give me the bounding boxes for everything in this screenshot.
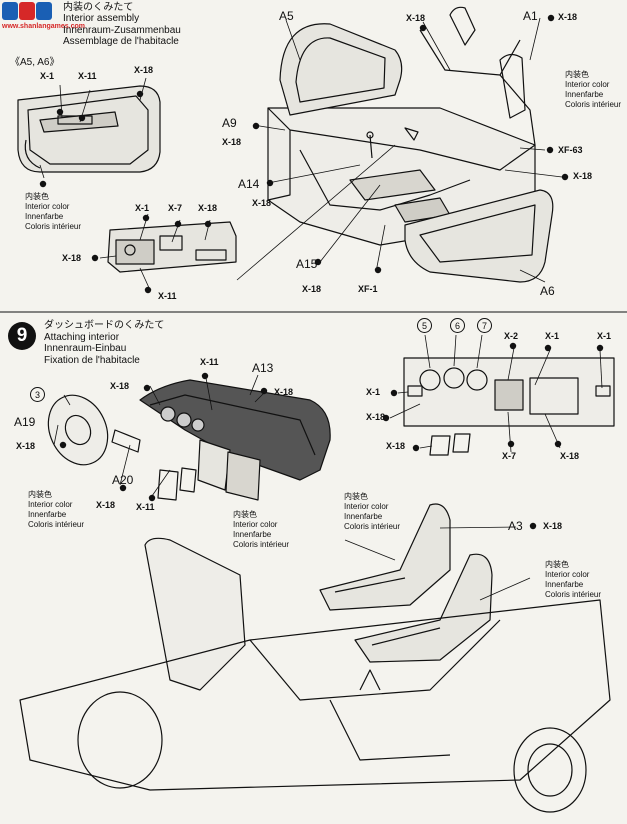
color-note-right-fr: Coloris intérieur bbox=[565, 100, 622, 109]
code-x18-g: X-18 bbox=[573, 171, 593, 181]
code-x18-h: X-18 bbox=[252, 198, 272, 208]
code-xf63: XF-63 bbox=[558, 145, 583, 155]
code-x18-p: X-18 bbox=[560, 451, 580, 461]
decal-ref-3: 3 bbox=[30, 387, 45, 402]
code-xf1: XF-1 bbox=[358, 284, 378, 294]
color-note-c-jp: 内装色 bbox=[344, 492, 368, 501]
part-a20: A20 bbox=[112, 473, 134, 487]
code-x2: X-2 bbox=[504, 331, 519, 341]
step8-title-en: Interior assembly bbox=[63, 13, 140, 24]
code-x18-a: X-18 bbox=[134, 65, 154, 75]
code-x1-d: X-1 bbox=[597, 331, 612, 341]
decal-ref-6: 6 bbox=[450, 318, 465, 333]
door-panel-inset bbox=[17, 85, 161, 173]
seats bbox=[319, 503, 493, 663]
color-note-d-fr: Coloris intérieur bbox=[545, 590, 602, 599]
color-note-d-jp: 内装色 bbox=[545, 560, 569, 569]
part-a6: A6 bbox=[540, 284, 555, 298]
code-x11-d: X-11 bbox=[136, 502, 155, 512]
code-x1-a: X-1 bbox=[40, 71, 55, 81]
code-x18-f: X-18 bbox=[222, 137, 242, 147]
code-x11-a: X-11 bbox=[78, 71, 97, 81]
interior-tub bbox=[267, 6, 554, 283]
color-note-b-fr: Coloris intérieur bbox=[233, 540, 290, 549]
color-note-left-jp: 内装色 bbox=[25, 192, 49, 201]
color-note-a-fr: Coloris intérieur bbox=[28, 520, 85, 529]
step8-title-de: Innenraum-Zusammenbau bbox=[63, 25, 181, 36]
part-a9: A9 bbox=[222, 116, 237, 130]
color-note-left-en: Interior color bbox=[25, 202, 70, 211]
color-note-c-fr: Coloris intérieur bbox=[344, 522, 401, 531]
color-note-c-de: Innenfarbe bbox=[344, 512, 383, 521]
color-note-right-de: Innenfarbe bbox=[565, 90, 604, 99]
code-x18-n: X-18 bbox=[366, 412, 386, 422]
part-a3: A3 bbox=[508, 519, 523, 533]
decal-ref-7: 7 bbox=[477, 318, 492, 333]
color-note-right-en: Interior color bbox=[565, 80, 610, 89]
part-a15: A15 bbox=[296, 257, 318, 271]
code-x18-q: X-18 bbox=[543, 521, 563, 531]
chassis-body bbox=[19, 537, 611, 813]
code-x18-e: X-18 bbox=[406, 13, 426, 23]
color-note-b-de: Innenfarbe bbox=[233, 530, 272, 539]
code-x18-i: X-18 bbox=[302, 284, 322, 294]
color-note-b-jp: 内装色 bbox=[233, 510, 257, 519]
code-x18-d: X-18 bbox=[558, 12, 578, 22]
part-a13: A13 bbox=[252, 361, 274, 375]
color-note-left-fr: Coloris intérieur bbox=[25, 222, 82, 231]
console-inset bbox=[107, 221, 237, 273]
color-note-c-en: Interior color bbox=[344, 502, 389, 511]
code-x1-e: X-1 bbox=[366, 387, 381, 397]
step9-title-jp: ダッシュボードのくみたて bbox=[44, 320, 165, 331]
code-x11-b: X-11 bbox=[158, 291, 177, 301]
watermark-url: www.shanlangames.com bbox=[2, 23, 85, 30]
code-x18-j: X-18 bbox=[110, 381, 130, 391]
color-note-d-de: Innenfarbe bbox=[545, 580, 584, 589]
part-a14: A14 bbox=[238, 177, 260, 191]
code-x1-b: X-1 bbox=[135, 203, 150, 213]
step9-title-fr: Fixation de l'habitacle bbox=[44, 355, 140, 366]
code-x18-m: X-18 bbox=[96, 500, 116, 510]
step-number-badge: 9 bbox=[8, 322, 36, 350]
color-note-right-jp: 内装色 bbox=[565, 70, 589, 79]
step9-title-en: Attaching interior bbox=[44, 332, 120, 343]
code-x18-k: X-18 bbox=[274, 387, 294, 397]
part-a1: A1 bbox=[523, 9, 538, 23]
code-x18-l: X-18 bbox=[16, 441, 36, 451]
code-x18-b: X-18 bbox=[198, 203, 218, 213]
part-a5: A5 bbox=[279, 9, 294, 23]
site-logo bbox=[2, 2, 62, 32]
color-note-a-de: Innenfarbe bbox=[28, 510, 67, 519]
part-a19: A19 bbox=[14, 415, 36, 429]
code-x11-c: X-11 bbox=[200, 357, 219, 367]
code-x18-o: X-18 bbox=[386, 441, 406, 451]
step8-title-jp: 内装のくみたて bbox=[63, 2, 134, 13]
color-note-d-en: Interior color bbox=[545, 570, 590, 579]
color-note-b-en: Interior color bbox=[233, 520, 278, 529]
decal-ref-5: 5 bbox=[417, 318, 432, 333]
color-note-a-en: Interior color bbox=[28, 500, 73, 509]
code-x1-c: X-1 bbox=[545, 331, 560, 341]
code-x7: X-7 bbox=[168, 203, 183, 213]
color-note-left-de: Innenfarbe bbox=[25, 212, 64, 221]
subgroup-label: 《A5, A6》 bbox=[10, 57, 60, 68]
code-x7-b: X-7 bbox=[502, 451, 517, 461]
color-note-a-jp: 内装色 bbox=[28, 490, 52, 499]
step9-title-de: Innenraum-Einbau bbox=[44, 343, 127, 354]
dashboard-assembly bbox=[47, 379, 331, 501]
code-x18-c: X-18 bbox=[62, 253, 82, 263]
step8-title-fr: Assemblage de l'habitacle bbox=[63, 36, 179, 47]
